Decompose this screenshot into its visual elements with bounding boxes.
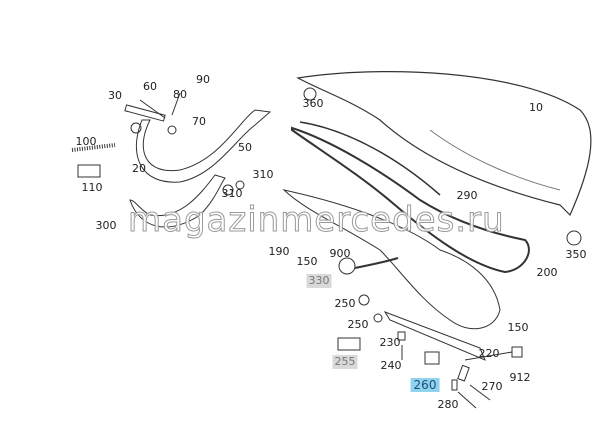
leader-line-80 [171,92,181,116]
part-label[interactable]: 150 [507,321,529,334]
part-label[interactable]: 90 [196,73,210,86]
leader-line-280 [457,391,477,409]
bolt-60 [124,104,166,122]
part-label[interactable]: 190 [268,245,290,258]
trunk-lid-crease [429,129,561,191]
part-label[interactable]: 280 [437,398,459,411]
part-label[interactable]: 290 [456,189,478,202]
part-label-gray[interactable]: 255 [332,355,358,369]
nut-30 [130,122,142,134]
lamp-255 [337,337,361,351]
seal-inner-edge [299,121,441,196]
leader-line-30 [139,99,166,119]
part-label[interactable]: 250 [347,318,369,331]
handle-strip [383,311,486,361]
part-label[interactable]: 110 [81,181,103,194]
clip-250-lower [373,313,383,323]
block-110 [77,164,101,178]
leader-line-912 [464,351,513,361]
seal [291,126,530,274]
part-label[interactable]: 20 [132,162,146,175]
part-label[interactable]: 912 [509,371,531,384]
part-label[interactable]: 300 [95,219,117,232]
trunk-lid [296,71,592,217]
part-label[interactable]: 900 [329,247,351,260]
part-label[interactable]: 60 [143,80,157,93]
clip-250-upper [358,294,370,306]
part-label[interactable]: 150 [296,255,318,268]
switch-260 [424,351,440,365]
leader-line-270 [469,384,491,401]
part-label[interactable]: 310 [252,168,274,181]
part-label[interactable]: 350 [565,248,587,261]
part-label[interactable]: 360 [302,97,324,110]
part-label[interactable]: 220 [478,347,500,360]
part-label[interactable]: 10 [529,101,543,114]
grommet-330 [338,257,356,275]
part-label-gray[interactable]: 330 [306,274,332,288]
hinge-cover [129,174,226,228]
part-label[interactable]: 50 [238,141,252,154]
part-label[interactable]: 30 [108,89,122,102]
cable-900 [354,257,399,269]
bushing-70 [167,125,177,135]
connector-912 [511,346,523,358]
lamp-270 [457,364,470,382]
bulb-280 [451,379,458,391]
part-label-highlighted[interactable]: 260 [410,378,440,392]
buffer-350 [566,230,582,246]
part-label[interactable]: 70 [192,115,206,128]
part-label[interactable]: 100 [75,135,97,148]
part-label[interactable]: 200 [536,266,558,279]
part-label[interactable]: 270 [481,380,503,393]
part-label[interactable]: 250 [334,297,356,310]
inner-panel [282,189,501,330]
nut-230 [397,331,406,341]
part-label[interactable]: 310 [221,187,243,200]
clip-310 [235,180,245,190]
buffer-360 [303,87,317,101]
part-label[interactable]: 240 [380,359,402,372]
part-label[interactable]: 230 [379,336,401,349]
buffer-310 [222,184,234,196]
part-label[interactable]: 80 [173,88,187,101]
hinge-arm [135,109,272,183]
